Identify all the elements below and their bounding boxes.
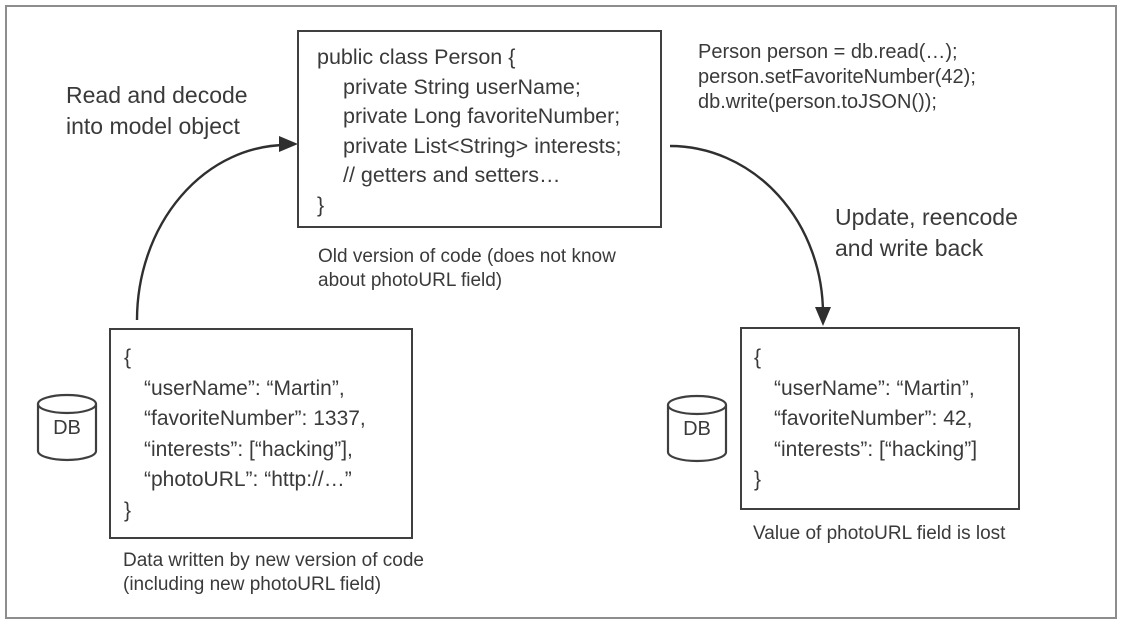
json-right-line: “favoriteNumber”: 42, <box>774 407 973 430</box>
class-code-line: private List<String> interests; <box>343 133 622 158</box>
json-left-line: } <box>124 498 132 522</box>
class-code-line: } <box>317 192 325 217</box>
db-label-left: DB <box>53 417 81 439</box>
label-read-decode: Read and decode into model object <box>66 80 248 142</box>
class-box-caption-line1: Old version of code (does not know <box>318 246 616 267</box>
class-code-line: private Long favoriteNumber; <box>343 104 621 128</box>
label-read-decode-line1: Read and decode <box>66 82 248 108</box>
label-update-reencode-line2: and write back <box>835 235 984 261</box>
json-box-right: { “userName”: “Martin”, “favoriteNumber”… <box>740 327 1020 510</box>
class-code-line: // getters and setters… <box>343 163 561 187</box>
json-left-line: “userName”: “Martin”, <box>144 376 345 400</box>
db-label-right: DB <box>683 418 711 440</box>
json-box-left-caption-line1: Data written by new version of code <box>123 550 424 571</box>
class-code-line: private String userName; <box>343 74 581 99</box>
json-box-right-caption: Value of photoURL field is lost <box>753 523 1006 544</box>
json-box-left-caption: Data written by new version of code (inc… <box>123 549 424 596</box>
json-box-left-caption-line2: (including new photoURL field) <box>123 573 382 595</box>
json-left-line: “favoriteNumber”: 1337, <box>144 407 366 430</box>
update-code-line: person.setFavoriteNumber(42); <box>698 66 976 88</box>
json-box-left: { “userName”: “Martin”, “favoriteNumber”… <box>109 328 413 539</box>
update-code-line: Person person = db.read(…); <box>698 41 958 63</box>
json-left-line: “photoURL”: “http://…” <box>144 468 352 491</box>
class-code-line: public class Person { <box>317 45 516 69</box>
json-right-line: “userName”: “Martin”, <box>774 376 975 400</box>
json-left-line: “interests”: [“hacking”], <box>144 437 353 461</box>
json-right-line: “interests”: [“hacking”] <box>774 437 978 461</box>
class-box-caption-line2: about photoURL field) <box>318 269 503 291</box>
class-box-caption: Old version of code (does not know about… <box>318 245 616 292</box>
label-update-reencode-line1: Update, reencode <box>835 204 1018 230</box>
update-code-snippet: Person person = db.read(…); person.setFa… <box>698 40 976 115</box>
label-update-reencode: Update, reencode and write back <box>835 202 1018 264</box>
update-code-line: db.write(person.toJSON()); <box>698 91 937 113</box>
class-box: public class Person { private String use… <box>297 30 662 228</box>
json-right-line: } <box>754 468 762 491</box>
label-read-decode-line2: into model object <box>66 113 240 139</box>
json-right-line: { <box>754 346 762 369</box>
json-left-line: { <box>124 346 132 369</box>
